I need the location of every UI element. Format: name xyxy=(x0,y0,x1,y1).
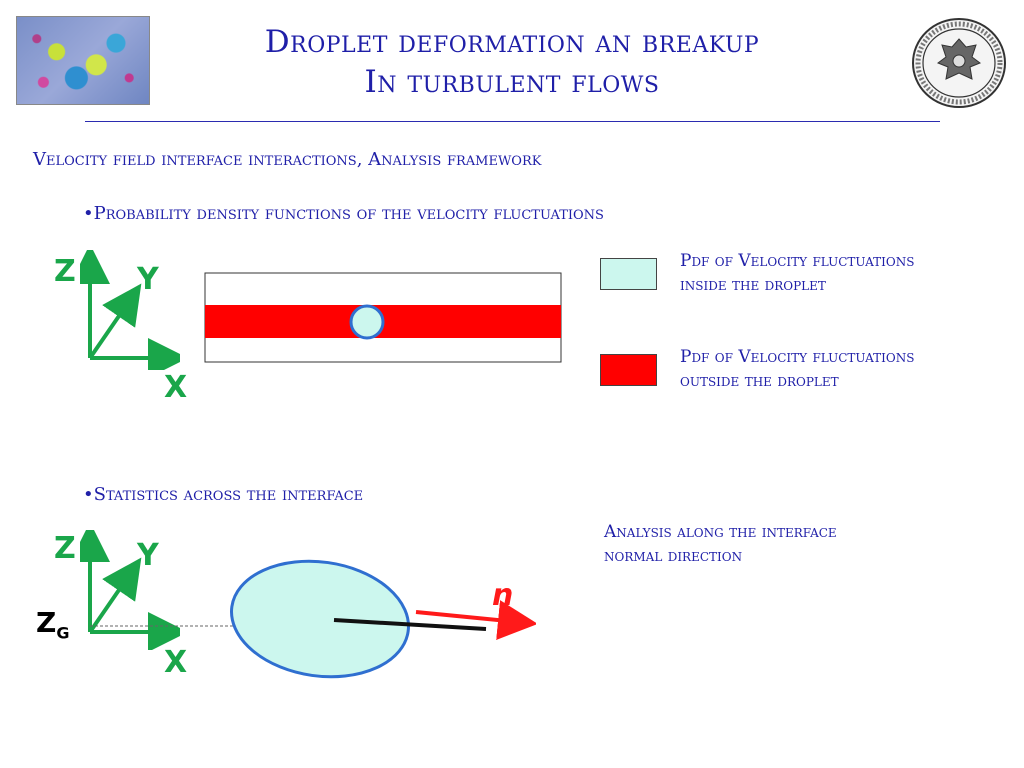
axes-diagram-1 xyxy=(80,250,180,370)
university-seal-logo xyxy=(912,18,1006,108)
bullet-statistics: •Statistics across the interface xyxy=(83,484,364,505)
legend-outside-line1: Pdf of Velocity fluctuations xyxy=(680,347,915,367)
bullet-pdf: •Probability density functions of the ve… xyxy=(83,203,604,224)
title-line-2: In turbulent flows xyxy=(364,64,660,100)
zg-label: ZG xyxy=(36,606,69,643)
legend-swatch-inside xyxy=(600,258,657,290)
title-line-1: Droplet deformation an breakup xyxy=(264,24,760,60)
section-heading: Velocity field interface interactions, A… xyxy=(33,149,542,170)
axis-x-label-1: X xyxy=(164,370,188,405)
axes-diagram-2 xyxy=(80,530,180,650)
axis-y-label-2: Y xyxy=(137,538,159,573)
legend-inside-line1: Pdf of Velocity fluctuations xyxy=(680,251,915,271)
analysis-text: Analysis along the interface normal dire… xyxy=(604,520,934,568)
zg-main: Z xyxy=(36,606,57,639)
zg-sub: G xyxy=(56,623,70,643)
axis-z-label-2: Z xyxy=(54,531,76,566)
interface-diagram xyxy=(90,559,536,679)
slide-title: Droplet deformation an breakup In turbul… xyxy=(150,22,874,102)
axis-z-label-1: Z xyxy=(54,254,76,289)
header-divider xyxy=(85,121,940,122)
legend-outside-text: Pdf of Velocity fluctuations outside the… xyxy=(680,345,1010,393)
interface-normal-line xyxy=(333,618,487,631)
legend-outside-line2: outside the droplet xyxy=(680,371,839,391)
droplet-simulation-image xyxy=(16,16,150,105)
axis-x-label-2: X xyxy=(164,645,188,680)
droplet-circle xyxy=(349,304,385,340)
normal-arrow xyxy=(415,600,536,640)
deformed-droplet xyxy=(230,559,410,679)
analysis-line2: normal direction xyxy=(604,546,743,566)
legend-inside-text: Pdf of Velocity fluctuations inside the … xyxy=(680,249,1010,297)
axis-y-label-1: Y xyxy=(137,262,159,297)
legend-swatch-outside xyxy=(600,354,657,386)
normal-n-label: n xyxy=(492,578,514,613)
channel-diagram xyxy=(204,272,562,363)
legend-inside-line2: inside the droplet xyxy=(680,275,826,295)
analysis-line1: Analysis along the interface xyxy=(604,522,837,542)
